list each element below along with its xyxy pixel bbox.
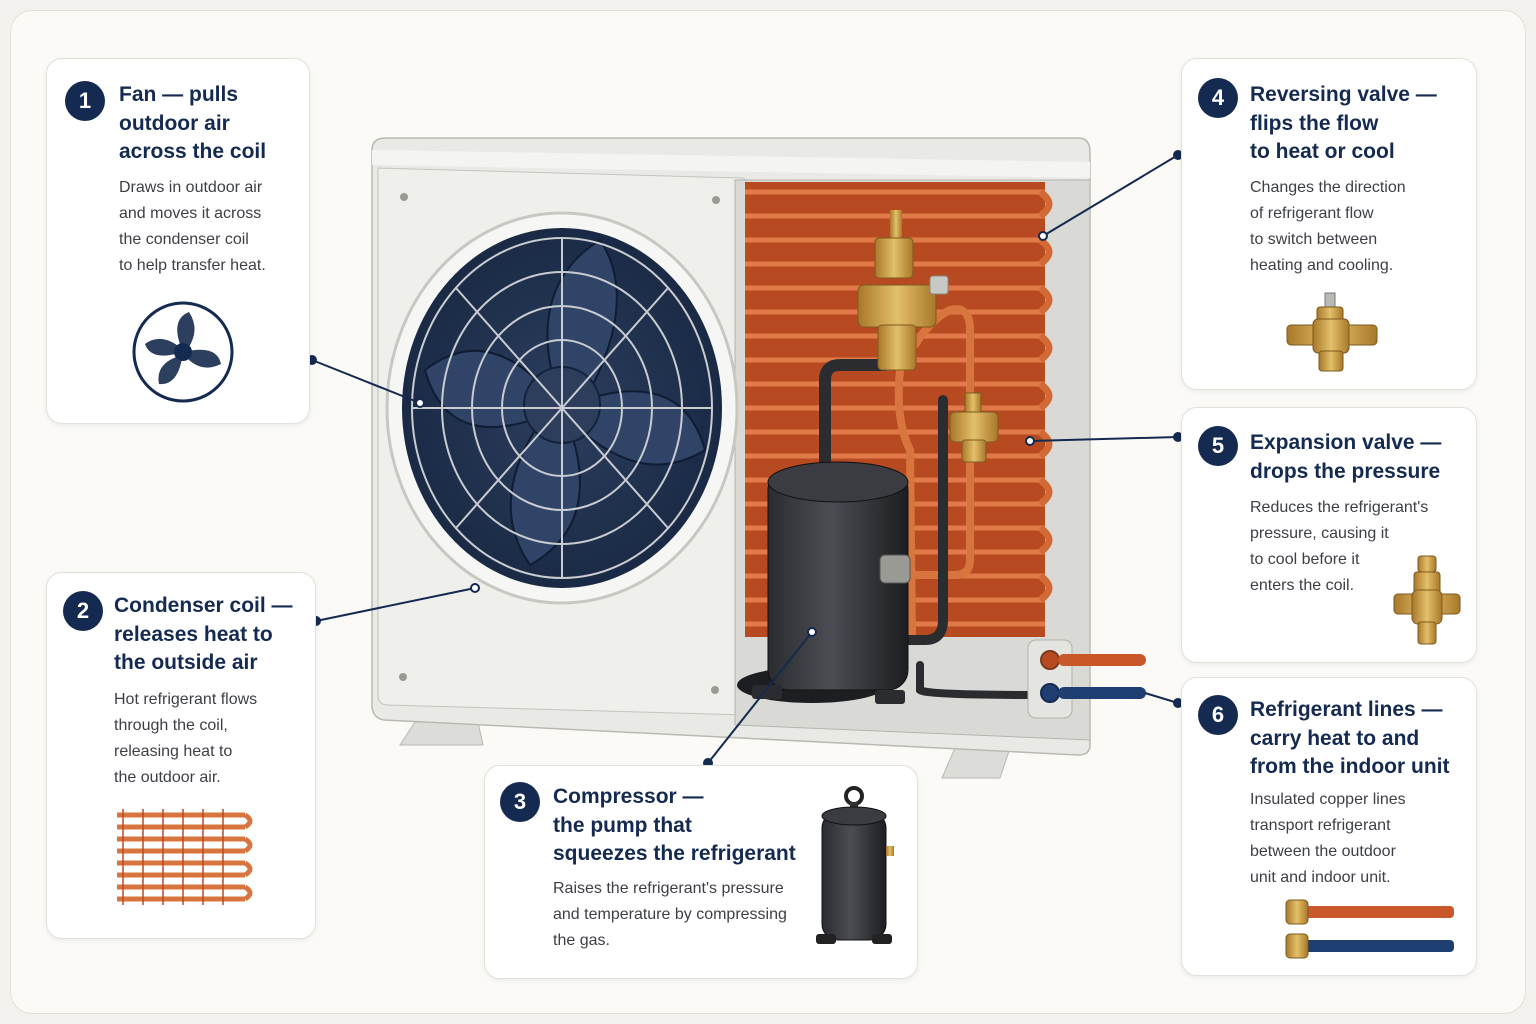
service-ports <box>1027 639 1146 719</box>
callout-number-badge: 1 <box>65 81 105 121</box>
callout-title: Condenser coil — releases heat to the ou… <box>114 594 293 674</box>
callout-title: Compressor — the pump that squeezes the … <box>553 785 796 865</box>
callout-card-fan: 1 Fan — pulls outdoor air across the coi… <box>46 58 310 424</box>
expansion-valve <box>949 392 999 463</box>
callout-description: Insulated copper lines transport refrige… <box>1250 791 1406 886</box>
callout-description: Hot refrigerant flows through the coil, … <box>114 691 258 786</box>
callout-card-expansion-valve: 5 Expansion valve — drops the pressure R… <box>1181 407 1477 663</box>
compressor <box>737 461 911 704</box>
refrigerant-lines-icon <box>1285 899 1454 959</box>
callout-card-reversing-valve: 4 Reversing valve — flips the flow to he… <box>1181 58 1477 390</box>
fan-icon <box>132 301 234 403</box>
reversing-valve-icon <box>1286 292 1378 372</box>
compressor-icon <box>816 786 894 944</box>
callout-number-badge: 2 <box>63 591 103 631</box>
unit-feet <box>399 721 1011 779</box>
callout-title: Refrigerant lines — carry heat to and fr… <box>1250 698 1450 778</box>
callout-title: Expansion valve — drops the pressure <box>1250 431 1442 483</box>
coil-icon <box>117 809 253 905</box>
expansion-valve-icon <box>1393 555 1461 645</box>
callout-number-badge: 5 <box>1198 426 1238 466</box>
callout-description: Draws in outdoor air and moves it across… <box>119 179 266 274</box>
internal-piping <box>819 305 1044 699</box>
callout-title: Reversing valve — flips the flow to heat… <box>1250 83 1437 163</box>
callout-number-badge: 6 <box>1198 695 1238 735</box>
callout-number-badge: 4 <box>1198 78 1238 118</box>
callout-card-condenser-coil: 2 Condenser coil — releases heat to the … <box>46 572 316 939</box>
callout-card-compressor: 3 Compressor — the pump that squeezes th… <box>484 765 918 979</box>
callout-number-badge: 3 <box>500 782 540 822</box>
callout-description: Changes the direction of refrigerant flo… <box>1250 179 1406 274</box>
callout-title: Fan — pulls outdoor air across the coil <box>119 83 267 163</box>
leader-lines <box>307 150 1183 768</box>
callout-card-refrigerant-lines: 6 Refrigerant lines — carry heat to and … <box>1181 677 1477 976</box>
callout-description: Reduces the refrigerant's pressure, caus… <box>1250 499 1429 594</box>
fan-assembly <box>385 211 739 605</box>
callout-description: Raises the refrigerant's pressure and te… <box>553 880 787 949</box>
reversing-valve <box>857 210 949 371</box>
